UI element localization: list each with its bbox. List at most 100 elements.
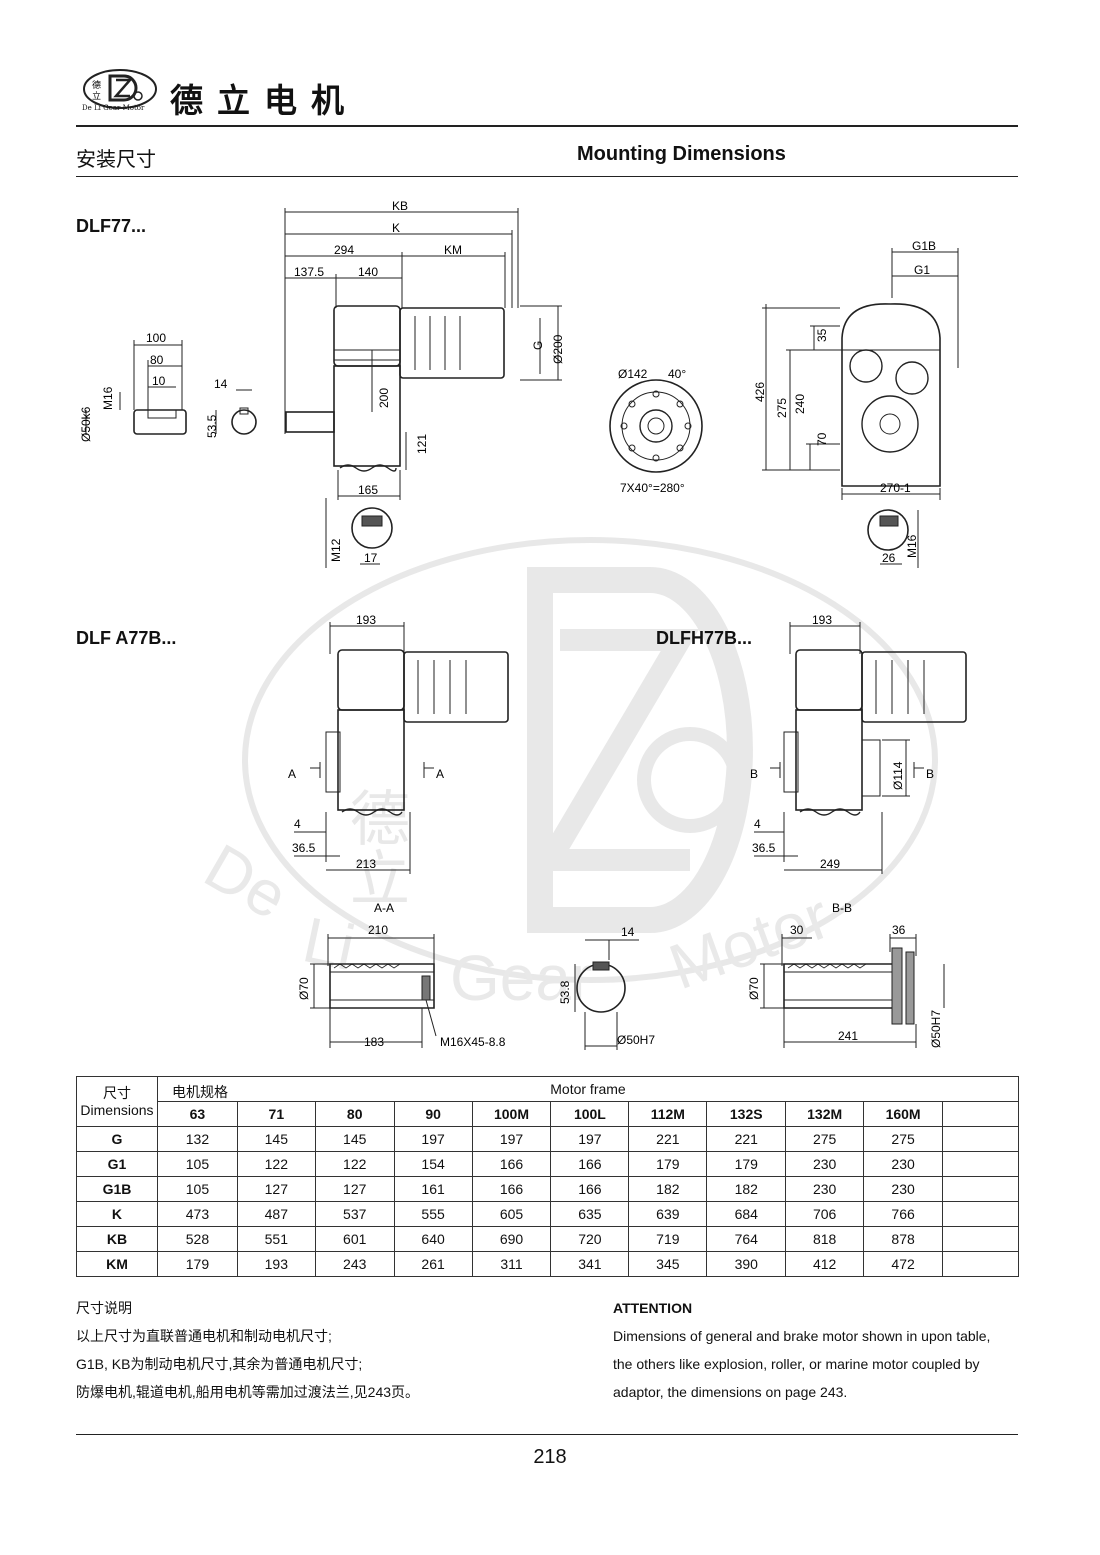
dim-30: 30 [790,923,804,937]
table-cell: 122 [314,1151,395,1177]
svg-text:德: 德 [92,79,101,90]
dim-270: 270-1 [880,481,911,495]
row-label: KM [76,1251,158,1277]
notes-cn-title: 尺寸说明 [76,1300,132,1316]
table-cell: 221 [706,1126,787,1152]
table-cell: 341 [550,1251,630,1277]
size-header-cell: 132S [706,1101,787,1127]
dim-121: 121 [415,434,429,454]
table-cell: 635 [550,1201,630,1227]
dim-kb: KB [392,199,408,213]
table-cell: 487 [236,1201,316,1227]
svg-text:立: 立 [92,90,101,101]
page-number: 218 [533,1446,567,1468]
dim-35: 35 [815,328,829,342]
table-cell: 105 [156,1176,238,1202]
table-cell: 166 [550,1176,630,1202]
table-cell: 230 [785,1151,865,1177]
notes-cn-line: 以上尺寸为直联普通电机和制动电机尺寸; [76,1328,332,1344]
svg-text:德: 德 [350,786,410,853]
table-cell: 537 [314,1201,395,1227]
table-cell: 472 [863,1251,944,1277]
dim-50h7-hollow: Ø50H7 [617,1033,655,1047]
dim-m16-end: M16 [905,534,919,558]
logo: 德 立 De Li Gear Motor [80,66,160,116]
model-label-fa77b: DLF A77B... [76,628,177,648]
dim-426: 426 [753,382,767,402]
size-header-cell: 100L [550,1101,630,1127]
dim-137-5: 137.5 [294,265,324,279]
header-rule [76,125,1018,127]
corner-label-en: Dimensions [80,1101,154,1118]
dim-114-dia: Ø114 [891,761,905,790]
table-cell-empty [942,1251,1019,1277]
table-cell: 473 [156,1201,238,1227]
size-header-cell: 160M [863,1101,944,1127]
section-mark-b-right: B [926,767,934,781]
dim-14-hollow: 14 [621,925,635,939]
table-cell: 261 [393,1251,473,1277]
notes-cn-line: G1B, KB为制动电机尺寸,其余为普通电机尺寸; [76,1356,363,1372]
table-cell: 639 [628,1201,708,1227]
dim-241: 241 [838,1029,858,1043]
table-cell-empty [942,1226,1019,1252]
table-cell: 878 [863,1226,944,1252]
fa77b-view: 193 A A 4 36.5 213 [288,613,509,874]
dim-4-a: 4 [294,817,301,831]
notes-en-line: Dimensions of general and brake motor sh… [613,1328,991,1344]
dim-213: 213 [356,857,376,871]
dim-14: 14 [214,377,228,391]
fh77b-view: 193 B B Ø114 4 36.5 249 [750,613,967,874]
table-cell: 145 [314,1126,395,1152]
dim-70: 70 [815,432,829,446]
section-title-cn: 安装尺寸 [76,149,156,171]
table-cell: 182 [628,1176,708,1202]
table-cell: 555 [393,1201,473,1227]
dim-193-a: 193 [356,613,376,627]
notes-en-line: adaptor, the dimensions on page 243. [613,1384,848,1400]
section-mark-a-right: A [436,767,444,781]
dim-36-5-b: 36.5 [752,841,776,855]
dim-294: 294 [334,243,354,257]
dim-km: KM [444,243,462,257]
table-cell: 684 [706,1201,787,1227]
f77-side-view: KB K 294 KM 137.5 140 G Ø200 200 121 165… [284,199,565,568]
dim-k: K [392,221,400,235]
dim-275: 275 [775,398,789,418]
dim-142-dia: Ø142 [618,367,648,381]
table-cell: 766 [863,1201,944,1227]
table-cell: 706 [785,1201,865,1227]
dim-g1: G1 [914,263,930,277]
model-label-f77: DLF77... [76,216,147,236]
notes-cn-line: 防爆电机,辊道电机,船用电机等需加过渡法兰,见243页。 [76,1384,420,1400]
table-cell: 166 [550,1151,630,1177]
row-label: G1 [76,1151,158,1177]
table-cell: 166 [471,1176,552,1202]
size-header-cell: 63 [156,1101,238,1127]
dim-200-dia: Ø200 [551,334,565,364]
dim-183: 183 [364,1035,384,1049]
svg-text:De: De [193,830,300,933]
dim-10: 10 [152,374,166,388]
dim-210: 210 [368,923,388,937]
table-cell: 275 [863,1126,944,1152]
dim-17: 17 [364,551,378,565]
table-cell: 197 [393,1126,473,1152]
notes-en-line: the others like explosion, roller, or ma… [613,1356,980,1372]
dim-53-8: 53.8 [558,980,572,1004]
section-mark-b-left: B [750,767,758,781]
dim-bolt-pattern: 7X40°=280° [620,481,685,495]
size-header-cell: 112M [628,1101,708,1127]
size-header-cell: 80 [314,1101,395,1127]
table-cell: 221 [628,1126,708,1152]
table-cell: 193 [236,1251,316,1277]
table-cell-empty [942,1176,1019,1202]
table-cell: 390 [706,1251,787,1277]
